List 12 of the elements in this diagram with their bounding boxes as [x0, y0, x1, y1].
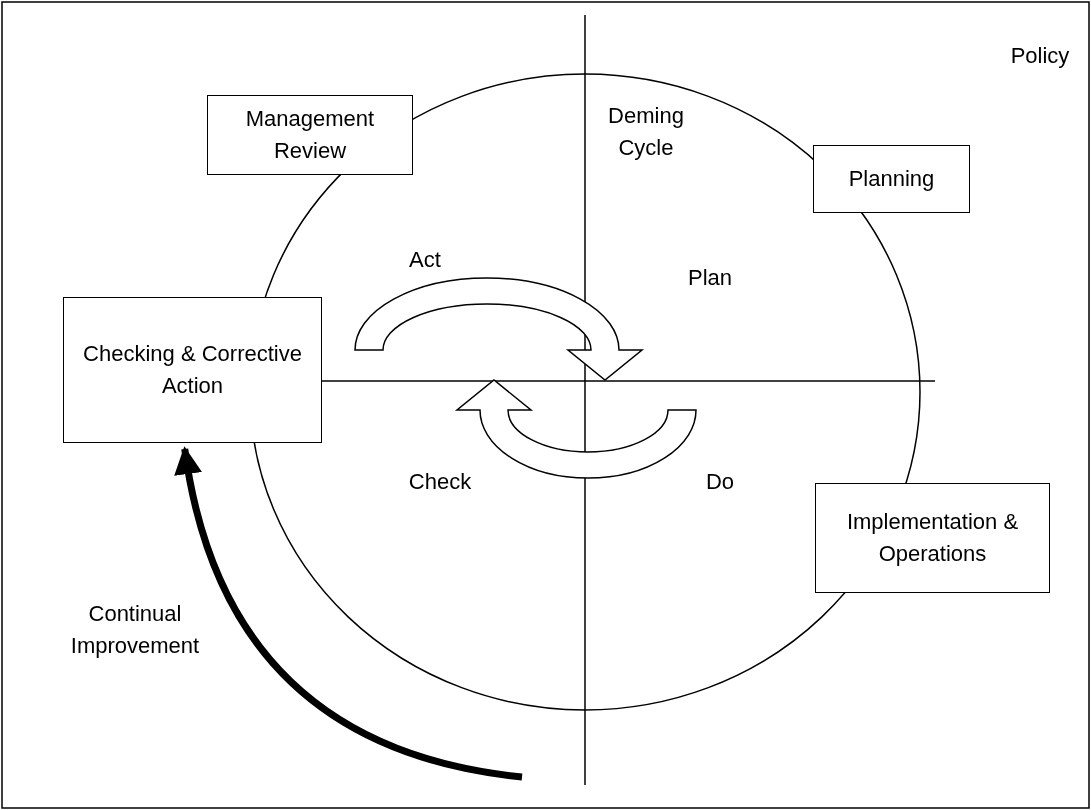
process-box: Checking & Corrective Action	[63, 297, 322, 443]
text-label: Do	[704, 468, 736, 496]
text-label: Continual Improvement	[69, 600, 201, 660]
process-box: Implementation & Operations	[815, 483, 1050, 593]
process-box: Planning	[813, 145, 970, 213]
text-label: Plan	[686, 264, 733, 292]
text-label: Act	[408, 246, 442, 274]
process-box: Management Review	[207, 95, 413, 175]
text-label: Check	[407, 468, 473, 496]
text-label: Deming Cycle	[607, 102, 685, 162]
text-label: Policy	[1009, 42, 1071, 70]
arrow	[175, 446, 523, 781]
